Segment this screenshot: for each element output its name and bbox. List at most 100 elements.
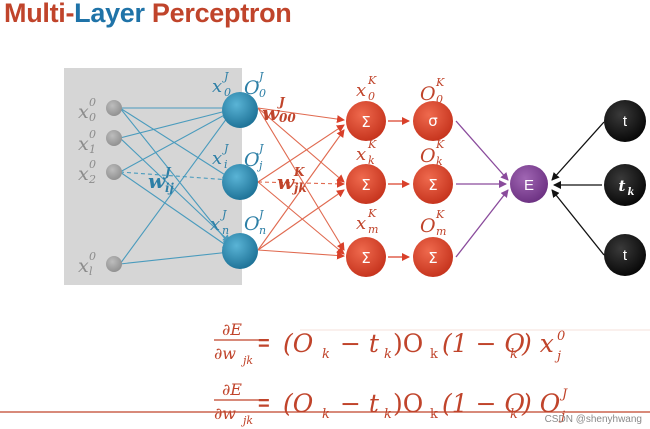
output-x-label: x: [356, 144, 366, 165]
output-o-label: O: [420, 145, 436, 167]
formula1-part: )O: [393, 329, 423, 358]
weight-w00-sub: 00: [279, 111, 296, 125]
svg-text:x: x: [78, 255, 89, 277]
input-layer-panel: [64, 68, 242, 285]
activation-node: [413, 101, 453, 141]
hidden-o-label: O: [244, 77, 260, 99]
output-x-labels: x K 0 x K k x K m: [356, 74, 378, 236]
formula2-denominator: ∂w: [214, 404, 236, 423]
title-part-multi: Multi-: [4, 0, 75, 28]
formula1-sub: k: [510, 347, 518, 362]
activation-node: [413, 237, 453, 277]
target-node: [604, 234, 646, 276]
hidden-x-label: x: [212, 76, 222, 97]
input-node: [106, 256, 122, 272]
sum-symbol: Σ: [361, 249, 370, 267]
formula2-sub: j: [558, 409, 565, 424]
hidden-x-sup: J: [220, 208, 227, 221]
hidden-o-sub: 0: [259, 87, 266, 100]
hidden-o-sup: J: [257, 208, 264, 221]
hidden-output-connections: [257, 107, 345, 260]
weight-wjk-sup: K: [293, 165, 305, 179]
hidden-o-sup: J: [257, 70, 264, 83]
output-x-sup: K: [367, 74, 377, 87]
svg-text:0: 0: [89, 111, 96, 124]
error-node: [510, 165, 548, 203]
formula1-denominator: ∂w: [214, 344, 236, 363]
formula2-part: (O: [283, 389, 313, 418]
title-part-perceptron: Perceptron: [144, 0, 292, 28]
formula2-sup: J: [559, 387, 568, 402]
sum-symbol: Σ: [361, 113, 370, 131]
input-sub: l: [89, 265, 93, 278]
hidden-x-sup: J: [222, 142, 229, 155]
target-node: [604, 164, 646, 206]
sum-node: [346, 237, 386, 277]
hidden-node: [222, 164, 258, 200]
input-sup: 0: [89, 250, 96, 263]
hidden-o-sup: J: [257, 142, 264, 155]
input-label: x: [78, 255, 89, 277]
input-sub: 2: [88, 173, 96, 186]
output-o-label: O: [420, 215, 436, 237]
output-o-labels: O K 0 O K k O K m: [420, 76, 446, 238]
hidden-o-sub: j: [256, 159, 263, 172]
svg-text:0: 0: [89, 96, 96, 109]
error-node-label: E: [524, 177, 534, 194]
target-error-connections: [551, 121, 605, 256]
formula2-denominator-sub: jk: [240, 414, 253, 427]
hidden-node: [222, 92, 258, 128]
sum-node: [346, 164, 386, 204]
formula2-part: (1 − O: [442, 389, 525, 418]
input-sub: 0: [89, 111, 96, 124]
output-x-sup: K: [367, 138, 377, 151]
formula-1: ∂E ∂w jk = (O k − t k )O k (1 − O k ) x …: [214, 320, 565, 367]
input-sup: 0: [89, 128, 96, 141]
input-hidden-connections: [119, 104, 231, 265]
sum-activation-connections: [388, 117, 410, 261]
output-x-label: x: [356, 213, 366, 234]
formula1-sup: 0: [557, 329, 565, 344]
hidden-nodes: [222, 92, 258, 269]
svg-text:1: 1: [89, 143, 96, 156]
hidden-o-sub: n: [259, 224, 266, 237]
weight-wjk-sub: jk: [292, 181, 307, 195]
hidden-x-sup: J: [222, 70, 229, 83]
target-nodes: [604, 100, 646, 276]
formula-2: ∂E ∂w jk = (O k − t k )O k (1 − O k ) O …: [214, 380, 568, 427]
svg-text:x: x: [78, 163, 89, 185]
formula1-sub: k: [322, 347, 330, 362]
sum-symbol: Σ: [361, 176, 370, 194]
output-x-label: x: [356, 80, 366, 101]
weight-w00-base: w: [262, 101, 280, 125]
title-part-layer: Layer: [74, 0, 145, 28]
formula2-sub: k: [430, 407, 438, 422]
formula2-part: )O: [393, 389, 423, 418]
output-o-sub: m: [436, 225, 446, 238]
output-x-sup: K: [367, 207, 377, 220]
target-label: t: [623, 247, 628, 264]
activation-symbol: σ: [428, 112, 438, 130]
input-node: [106, 164, 122, 180]
activation-node: [413, 164, 453, 204]
svg-text:x: x: [78, 133, 89, 155]
input-node: [106, 100, 122, 116]
input-sup: 0: [89, 96, 96, 109]
target-sub: k: [628, 187, 635, 198]
svg-text:2: 2: [88, 173, 96, 186]
activation-symbol: Σ: [428, 176, 437, 194]
target-labels: t t k t: [619, 113, 635, 264]
target-node: [604, 100, 646, 142]
input-sup: 0: [89, 158, 96, 171]
formula1-part: (O: [283, 329, 313, 358]
output-error-connections: [455, 120, 509, 258]
hidden-x-sub: n: [222, 224, 229, 237]
hidden-x-label: x: [212, 148, 222, 169]
activation-symbol: Σ: [428, 249, 437, 267]
input-label: x: [78, 133, 89, 155]
hidden-o-label: O: [244, 149, 260, 171]
input-nodes: [106, 100, 122, 272]
sum-node: [346, 101, 386, 141]
formula1-part: ) x: [521, 329, 554, 358]
